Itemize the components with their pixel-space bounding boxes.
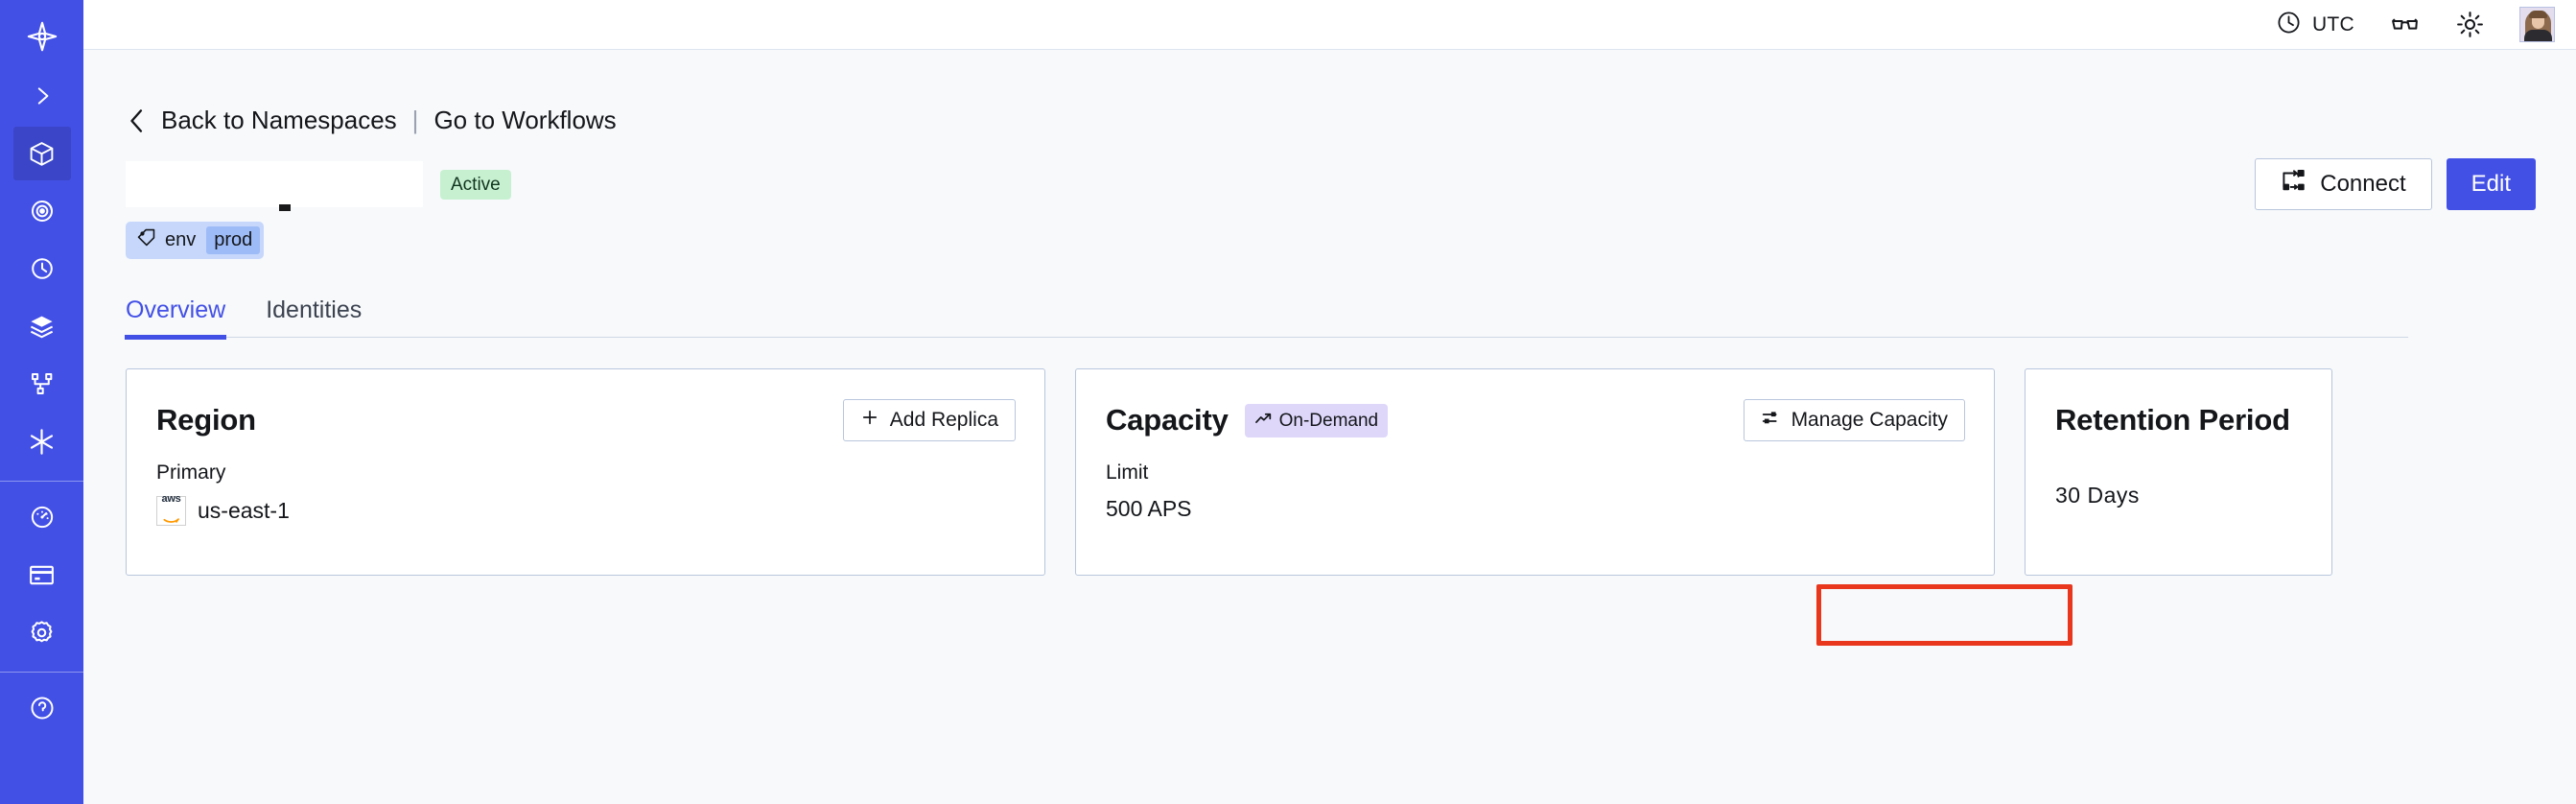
tag-icon [136,227,156,253]
sidebar-item-settings[interactable] [13,605,71,659]
region-card: Region Add Replica [126,368,1045,576]
breadcrumb: Back to Namespaces | Go to Workflows [126,106,2536,135]
region-card-header: Region Add Replica [156,394,1016,446]
avatar-fringe [2529,11,2547,18]
sun-icon[interactable] [2455,10,2485,39]
manage-capacity-label: Manage Capacity [1791,409,1948,431]
edit-button[interactable]: Edit [2446,158,2536,210]
connect-flow-icon [2281,168,2307,201]
sidebar-divider-bottom [0,672,83,673]
capacity-card: Capacity On-Demand [1075,368,1995,576]
connect-button[interactable]: Connect [2255,158,2432,210]
sidebar-item-help[interactable] [13,681,71,735]
region-primary-value-row: aws us-east-1 [156,493,1016,528]
capacity-mode-badge: On-Demand [1244,403,1389,437]
top-bar: UTC [83,0,2576,50]
tag-chip[interactable]: env prod [126,222,265,259]
clock-icon [2276,10,2302,40]
tab-overview[interactable]: Overview [124,296,227,340]
tag-value: prod [206,226,261,254]
sidebar-item-billing[interactable] [13,548,71,602]
trending-up-icon [1254,410,1273,432]
region-card-title: Region [156,403,256,437]
namespace-header: Active [126,158,2536,211]
capacity-card-title: Capacity [1106,403,1229,437]
region-card-actions: Add Replica [842,399,1016,441]
page-content: Back to Namespaces | Go to Workflows Act… [83,50,2576,804]
temporal-logo-icon[interactable] [13,8,71,65]
top-bar-actions: UTC [2276,7,2555,42]
tab-bar: Overview Identities [124,288,2408,340]
chevron-left-icon[interactable] [126,106,148,135]
aws-logo-icon: aws [156,493,186,528]
status-badge: Active [440,169,511,200]
tag-list: env prod [126,222,2536,259]
region-primary-value: us-east-1 [198,498,290,523]
sidebar-divider-top [0,481,83,482]
breadcrumb-divider: | [411,106,419,134]
capacity-mode-label: On-Demand [1278,410,1379,431]
capacity-card-header: Capacity On-Demand [1106,394,1965,446]
capacity-card-actions: Manage Capacity [1743,399,1965,441]
add-replica-label: Add Replica [889,409,998,431]
capacity-limit-label: Limit [1106,461,1149,484]
sidebar-item-history[interactable] [13,242,71,296]
main-area: UTC [83,0,2576,804]
tag-key: env [165,229,197,250]
timezone-label: UTC [2311,12,2354,35]
add-replica-button[interactable]: Add Replica [842,399,1016,441]
avatar-body [2524,30,2552,41]
back-to-namespaces-link[interactable]: Back to Namespaces [161,106,397,134]
connect-button-label: Connect [2320,171,2406,197]
sidebar-item-usage[interactable] [13,490,71,544]
overview-cards: Region Add Replica [126,368,2536,576]
edit-button-label: Edit [2471,171,2511,197]
header-actions: Connect Edit [2255,158,2536,210]
aws-logo-text: aws [161,493,181,505]
sliders-icon [1761,408,1781,434]
sidebar-item-layers[interactable] [13,299,71,353]
go-to-workflows-link[interactable]: Go to Workflows [433,106,617,134]
tab-identities[interactable]: Identities [266,296,363,323]
retention-card-title: Retention Period [2055,403,2290,437]
timezone-selector[interactable]: UTC [2276,10,2354,40]
manage-capacity-button[interactable]: Manage Capacity [1743,399,1965,441]
plus-icon [860,408,879,433]
avatar[interactable] [2519,7,2555,42]
page-title [126,161,423,211]
glasses-icon[interactable] [2389,9,2421,40]
aws-smile-icon [163,506,179,528]
retention-card-header: Retention Period [2055,394,2303,446]
sidebar-expand-button[interactable] [13,69,71,123]
left-sidebar [0,0,83,804]
retention-value: 30 Days [2055,483,2140,508]
sidebar-item-workflows[interactable] [13,357,71,411]
sidebar-item-integrations[interactable] [13,414,71,468]
sidebar-item-namespaces[interactable] [12,127,71,180]
capacity-limit-value: 500 APS [1106,496,1192,521]
region-primary-label: Primary [156,461,226,484]
sidebar-item-monitoring[interactable] [13,184,71,238]
retention-card: Retention Period 30 Days [2025,368,2332,576]
